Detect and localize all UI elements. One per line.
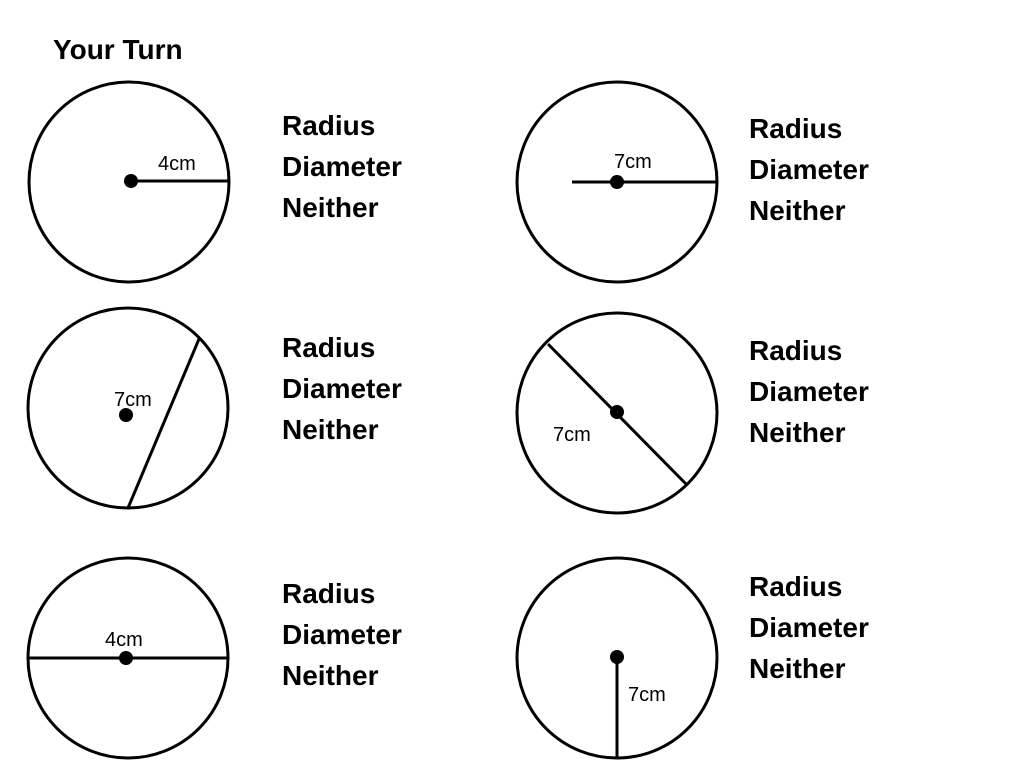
page-title: Your Turn (53, 34, 183, 65)
option-diameter[interactable]: Diameter (749, 612, 869, 643)
option-neither[interactable]: Neither (282, 414, 379, 445)
option-radius[interactable]: Radius (282, 332, 376, 363)
segment-3 (126, 338, 201, 509)
option-diameter[interactable]: Diameter (282, 619, 402, 650)
circle-3 (26, 306, 230, 510)
option-radius[interactable]: Radius (282, 110, 376, 141)
option-neither[interactable]: Neither (749, 195, 846, 226)
answer-options-4: Radius Diameter Neither (749, 330, 869, 453)
option-radius[interactable]: Radius (749, 113, 843, 144)
center-dot-6 (610, 650, 624, 664)
measure-label-5: 4cm (105, 629, 143, 651)
problem-4-figure: 7cm (515, 311, 719, 515)
option-radius[interactable]: Radius (282, 578, 376, 609)
option-diameter[interactable]: Diameter (749, 154, 869, 185)
center-dot-1 (124, 174, 138, 188)
answer-options-5: Radius Diameter Neither (282, 573, 402, 696)
option-neither[interactable]: Neither (749, 417, 846, 448)
option-neither[interactable]: Neither (282, 660, 379, 691)
problem-2-figure: 7cm (515, 80, 719, 284)
measure-label-3: 7cm (114, 389, 152, 411)
center-dot-5 (119, 651, 133, 665)
problem-1-figure: 4cm (27, 80, 231, 284)
option-diameter[interactable]: Diameter (282, 151, 402, 182)
measure-label-2: 7cm (614, 151, 652, 173)
center-dot-2 (610, 175, 624, 189)
option-radius[interactable]: Radius (749, 335, 843, 366)
option-neither[interactable]: Neither (282, 192, 379, 223)
circle-4 (515, 311, 719, 515)
measure-label-4: 7cm (553, 424, 591, 446)
center-dot-4 (610, 405, 624, 419)
answer-options-1: Radius Diameter Neither (282, 105, 402, 228)
answer-options-6: Radius Diameter Neither (749, 566, 869, 689)
option-neither[interactable]: Neither (749, 653, 846, 684)
answer-options-2: Radius Diameter Neither (749, 108, 869, 231)
problem-6-figure: 7cm (515, 556, 719, 760)
option-radius[interactable]: Radius (749, 571, 843, 602)
measure-label-1: 4cm (158, 153, 196, 175)
measure-label-6: 7cm (628, 684, 666, 706)
problem-3-figure: 7cm (26, 306, 230, 510)
answer-options-3: Radius Diameter Neither (282, 327, 402, 450)
option-diameter[interactable]: Diameter (282, 373, 402, 404)
problem-5-figure: 4cm (26, 556, 230, 760)
center-dot-3 (119, 408, 133, 422)
option-diameter[interactable]: Diameter (749, 376, 869, 407)
